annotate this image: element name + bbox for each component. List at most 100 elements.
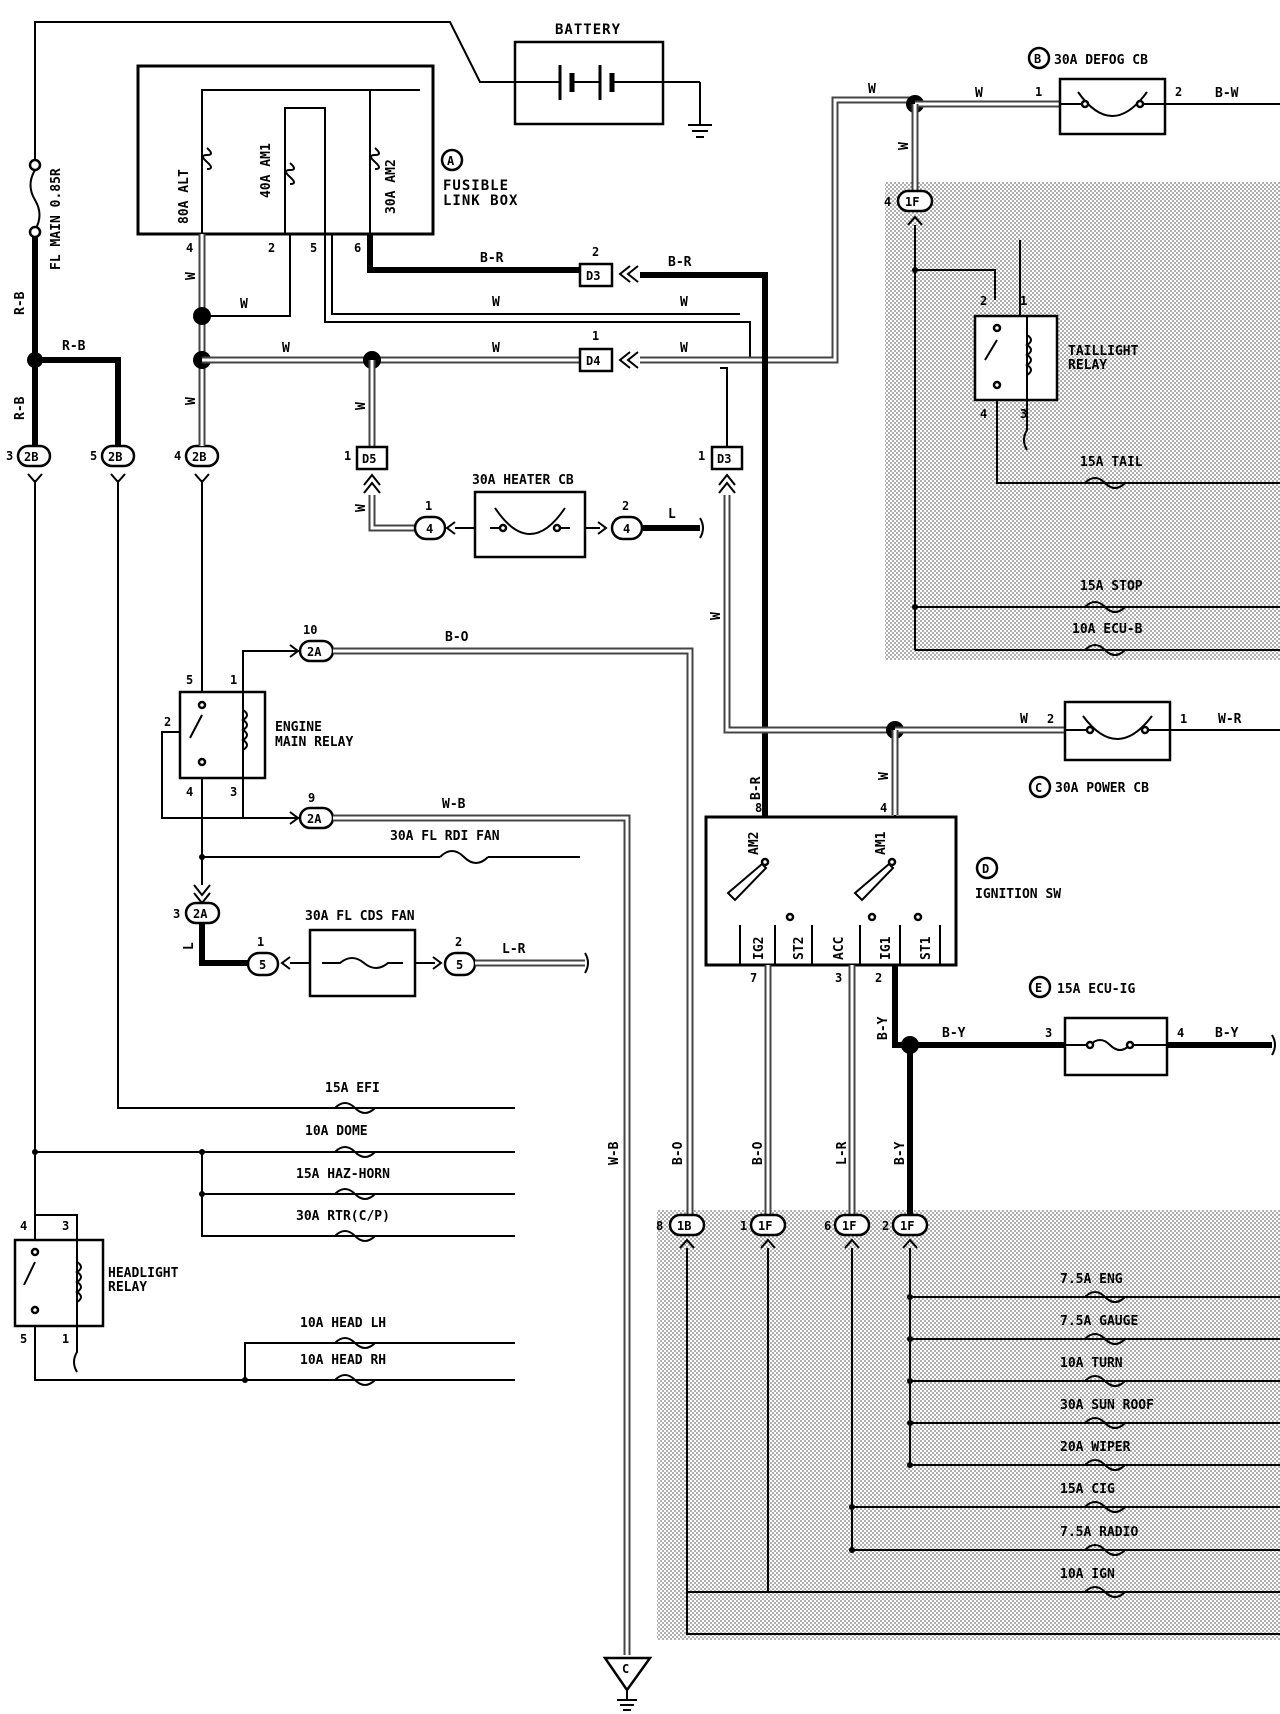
svg-text:3: 3	[173, 907, 180, 921]
svg-text:1: 1	[1020, 294, 1027, 308]
defog-cb: B 30A DEFOG CB 1 2 B-W	[1027, 46, 1280, 136]
svg-text:3: 3	[230, 785, 237, 799]
svg-text:1: 1	[344, 449, 351, 463]
wire-br-1: B-R	[480, 251, 504, 266]
ecu-ig-fuse: E 15A ECU-IG B-Y 3 4 B-Y	[942, 975, 1276, 1077]
svg-text:10: 10	[303, 623, 317, 637]
ig-fuse-row: 7.5A RADIO	[849, 1525, 1280, 1556]
connector-1f-6: 6 1F	[824, 1213, 871, 1249]
svg-text:4: 4	[1177, 1026, 1184, 1040]
terminal-am2: AM2	[747, 832, 762, 855]
svg-text:4: 4	[186, 785, 193, 799]
heater-cb-label: 30A HEATER CB	[472, 473, 574, 488]
svg-text:B-W: B-W	[1215, 86, 1239, 101]
svg-text:15A STOP: 15A STOP	[1080, 579, 1143, 594]
headlight-relay-label-2: RELAY	[108, 1280, 147, 1295]
terminal-st2: ST2	[792, 937, 807, 960]
wire-w-m: W	[975, 86, 983, 101]
flb-pin-4: 4	[186, 241, 193, 255]
wire-bo-2: B-O	[751, 1141, 766, 1165]
svg-text:1: 1	[698, 449, 705, 463]
svg-text:E: E	[1035, 981, 1042, 995]
svg-text:3: 3	[835, 971, 842, 985]
svg-text:1B: 1B	[677, 1219, 691, 1233]
svg-text:C: C	[1035, 781, 1042, 795]
connector-1f-1: 1 1F	[740, 1213, 787, 1249]
svg-text:10A HEAD RH: 10A HEAD RH	[300, 1353, 386, 1368]
connector-1f-2: 2 1F	[882, 1213, 929, 1249]
flb-pin-2: 2	[268, 241, 275, 255]
flb-pin-5: 5	[310, 241, 317, 255]
terminal-ig1: IG1	[879, 936, 894, 960]
svg-text:9: 9	[308, 791, 315, 805]
svg-text:W: W	[1020, 712, 1028, 727]
svg-text:4: 4	[20, 1219, 27, 1233]
terminal-acc: ACC	[832, 937, 847, 960]
connector-d3-top: 2 D3	[578, 245, 639, 288]
wire-w-a: W	[240, 297, 248, 312]
svg-text:2B: 2B	[192, 450, 206, 464]
fuse-40a-am1-label: 40A AM1	[259, 143, 274, 198]
wire-wb-1: W-B	[442, 797, 466, 812]
shaded-junction-area-bottom	[657, 1210, 1280, 1640]
svg-text:1: 1	[1035, 85, 1042, 99]
connector-2b-3: 3 2B	[6, 444, 52, 468]
fuse-30a-am2-label: 30A AM2	[384, 159, 399, 214]
taillight-relay-label-2: RELAY	[1068, 358, 1107, 373]
engine-main-relay: 5 1 2 4 3 ENGINE MAIN RELAY	[164, 673, 353, 799]
headlight-relay-label-1: HEADLIGHT	[108, 1266, 179, 1281]
wire-w-d: W	[492, 295, 500, 310]
callout-d-icon	[975, 856, 999, 880]
connector-5-left: 1 5	[246, 935, 291, 977]
fuse-tail: 15A TAIL	[1080, 455, 1143, 489]
fuse-efi: 15A EFI	[325, 1081, 380, 1114]
svg-text:2: 2	[882, 1219, 889, 1233]
wire-w-i: W	[868, 82, 876, 97]
ecu-ig-label: 15A ECU-IG	[1057, 982, 1135, 997]
svg-text:4: 4	[884, 195, 891, 209]
wire-l-2: L	[182, 942, 197, 950]
svg-text:2A: 2A	[193, 907, 208, 921]
svg-text:8: 8	[656, 1219, 663, 1233]
svg-text:C: C	[622, 1662, 629, 1676]
callout-a-letter: A	[447, 154, 455, 168]
svg-text:2A: 2A	[307, 812, 322, 826]
battery-label: BATTERY	[555, 22, 621, 38]
connector-d5: 1 D5	[344, 445, 389, 494]
connector-1b-8: 8 1B	[656, 1213, 706, 1249]
connector-2b-5: 5 2B	[90, 444, 136, 468]
ground-icon	[688, 124, 712, 138]
svg-text:3: 3	[62, 1219, 69, 1233]
taillight-relay: 2 1 4 3 TAILLIGHT RELAY	[973, 294, 1139, 421]
svg-text:6: 6	[824, 1219, 831, 1233]
wire-rb-2: R-B	[62, 339, 86, 354]
svg-text:D3: D3	[586, 269, 600, 283]
svg-text:8: 8	[755, 801, 762, 815]
connector-1f-top: 4 1F	[884, 189, 934, 226]
svg-text:2B: 2B	[108, 450, 122, 464]
fuse-dome: 10A DOME	[305, 1124, 376, 1158]
connector-d3-right: 1 D3	[698, 445, 744, 494]
power-cb-label: 30A POWER CB	[1055, 781, 1149, 796]
wire-l-1: L	[668, 507, 676, 522]
fuse-haz-horn: 15A HAZ-HORN	[296, 1167, 390, 1200]
wire-rb-3: R-B	[13, 396, 28, 420]
fuse-stop: 15A STOP	[1080, 579, 1143, 613]
svg-text:2: 2	[980, 294, 987, 308]
ig-fuse-row: 7.5A ENG	[907, 1272, 1280, 1303]
svg-text:2: 2	[1175, 85, 1182, 99]
callout-b-icon	[1027, 46, 1051, 70]
ig-fuse-row: 15A CIG	[849, 1482, 1280, 1513]
wire-by-2: B-Y	[893, 1141, 908, 1165]
svg-text:1F: 1F	[905, 195, 919, 209]
svg-text:2B: 2B	[24, 450, 38, 464]
fusible-link-box-label-1: FUSIBLE	[443, 178, 509, 194]
ignition-switch: 8 4 AM2 AM1 IG2 ST2 ACC IG1 ST1 7 3 2 D …	[704, 801, 1061, 985]
fl-cds-fan-label: 30A FL CDS FAN	[305, 909, 415, 924]
terminal-ig2: IG2	[752, 937, 767, 960]
ig-fuse-label: 7.5A ENG	[1060, 1272, 1123, 1287]
defog-cb-label: 30A DEFOG CB	[1054, 53, 1148, 68]
power-cb: W 2 1 W-R C 30A POWER CB	[1020, 700, 1280, 799]
svg-text:2A: 2A	[307, 645, 322, 659]
wire-w-h: W	[680, 341, 688, 356]
